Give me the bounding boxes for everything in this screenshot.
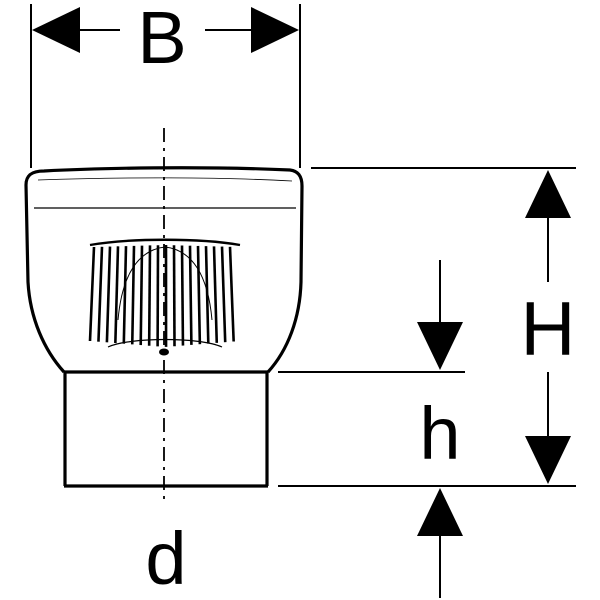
grille-slat [130, 245, 136, 345]
arrow-down-icon [525, 436, 571, 484]
vent-cap-outline [24, 166, 304, 374]
grille-slat [105, 246, 112, 343]
arrow-up-icon [417, 488, 463, 536]
label-h: h [419, 392, 460, 475]
arrow-right-icon [251, 7, 299, 53]
grille-slat [114, 246, 120, 344]
grille-slat [172, 245, 176, 347]
inner-dome [117, 246, 213, 321]
vent-grille [88, 238, 241, 348]
dimension-h-total [525, 170, 571, 484]
grille-slat [228, 246, 235, 342]
label-d: d [145, 517, 186, 600]
grille-slat [204, 246, 210, 344]
grille-slat [88, 246, 96, 342]
dimension-b [32, 7, 299, 53]
grille-slat [196, 245, 202, 345]
label-H: H [521, 287, 576, 372]
arrow-down-icon [417, 322, 463, 370]
grille-slat [188, 245, 193, 345]
grille-slat [180, 245, 185, 346]
label-b: B [137, 0, 186, 79]
dimension-h-socket [417, 260, 463, 598]
arrow-left-icon [32, 7, 80, 53]
grille-slat [122, 246, 128, 344]
grille-slat [147, 245, 152, 346]
arrow-up-icon [525, 170, 571, 218]
socket [63, 370, 269, 488]
grille-slat [139, 245, 144, 346]
grille-slat [220, 246, 227, 343]
cap-top-band [37, 177, 293, 182]
grille-slat [212, 246, 219, 343]
grille-slat [97, 246, 104, 342]
